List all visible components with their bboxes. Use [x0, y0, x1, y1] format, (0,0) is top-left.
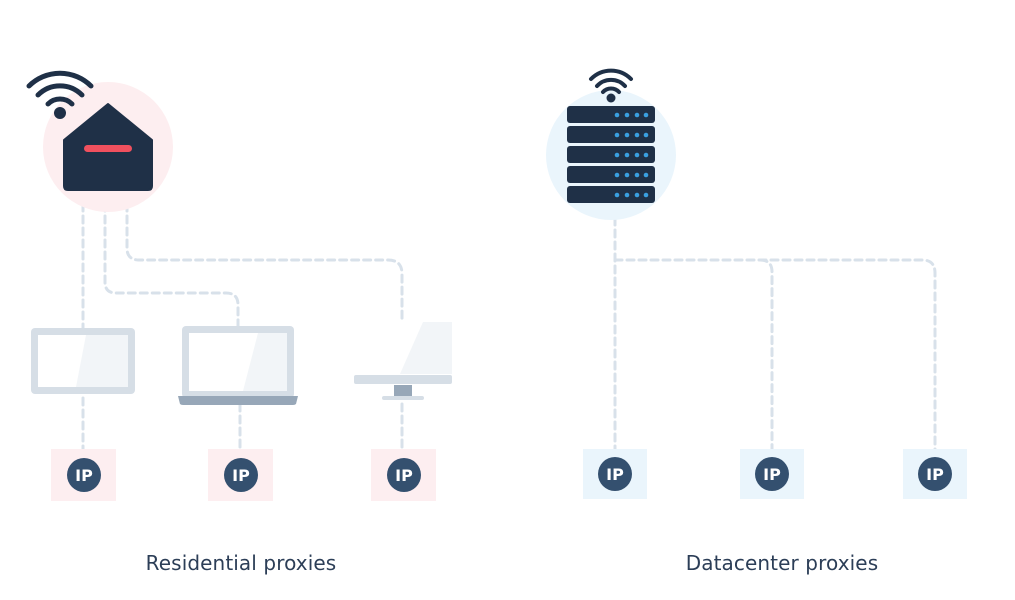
router-status-bar: [84, 145, 132, 152]
desktop-monitor-icon: [354, 322, 452, 400]
residential-ip-badge-2: IP: [208, 449, 273, 501]
connector-server-bus: [613, 258, 937, 452]
ip-label: IP: [75, 466, 93, 485]
datacenter-ip-badge-3: IP: [903, 449, 967, 499]
residential-proxies-label: Residential proxies: [145, 551, 337, 575]
ip-label: IP: [395, 466, 413, 485]
wifi-icon: [26, 70, 94, 119]
residential-proxy-group: IP IP IP: [26, 70, 452, 501]
datacenter-connectors: [613, 204, 937, 452]
ip-label: IP: [606, 465, 624, 484]
house-router-icon: [63, 103, 153, 191]
ip-label: IP: [763, 465, 781, 484]
residential-ip-badge-3: IP: [371, 449, 436, 501]
server-rack-icon: [567, 106, 655, 203]
connector-server-branch-2: [758, 258, 774, 452]
wifi-icon: [589, 68, 633, 103]
datacenter-ip-badge-1: IP: [583, 449, 647, 499]
server-status-lights: [614, 112, 649, 198]
residential-connectors: [81, 190, 404, 452]
ip-label: IP: [926, 465, 944, 484]
datacenter-proxies-label: Datacenter proxies: [685, 551, 879, 575]
residential-ip-badge-1: IP: [51, 449, 116, 501]
ip-label: IP: [232, 466, 250, 485]
connector-router-to-laptop: [103, 190, 240, 330]
datacenter-proxy-group: IP IP IP: [546, 68, 967, 499]
laptop-icon: [178, 326, 298, 405]
connector-router-to-monitor: [125, 190, 404, 324]
tablet-icon: [31, 328, 135, 394]
datacenter-ip-badge-2: IP: [740, 449, 804, 499]
